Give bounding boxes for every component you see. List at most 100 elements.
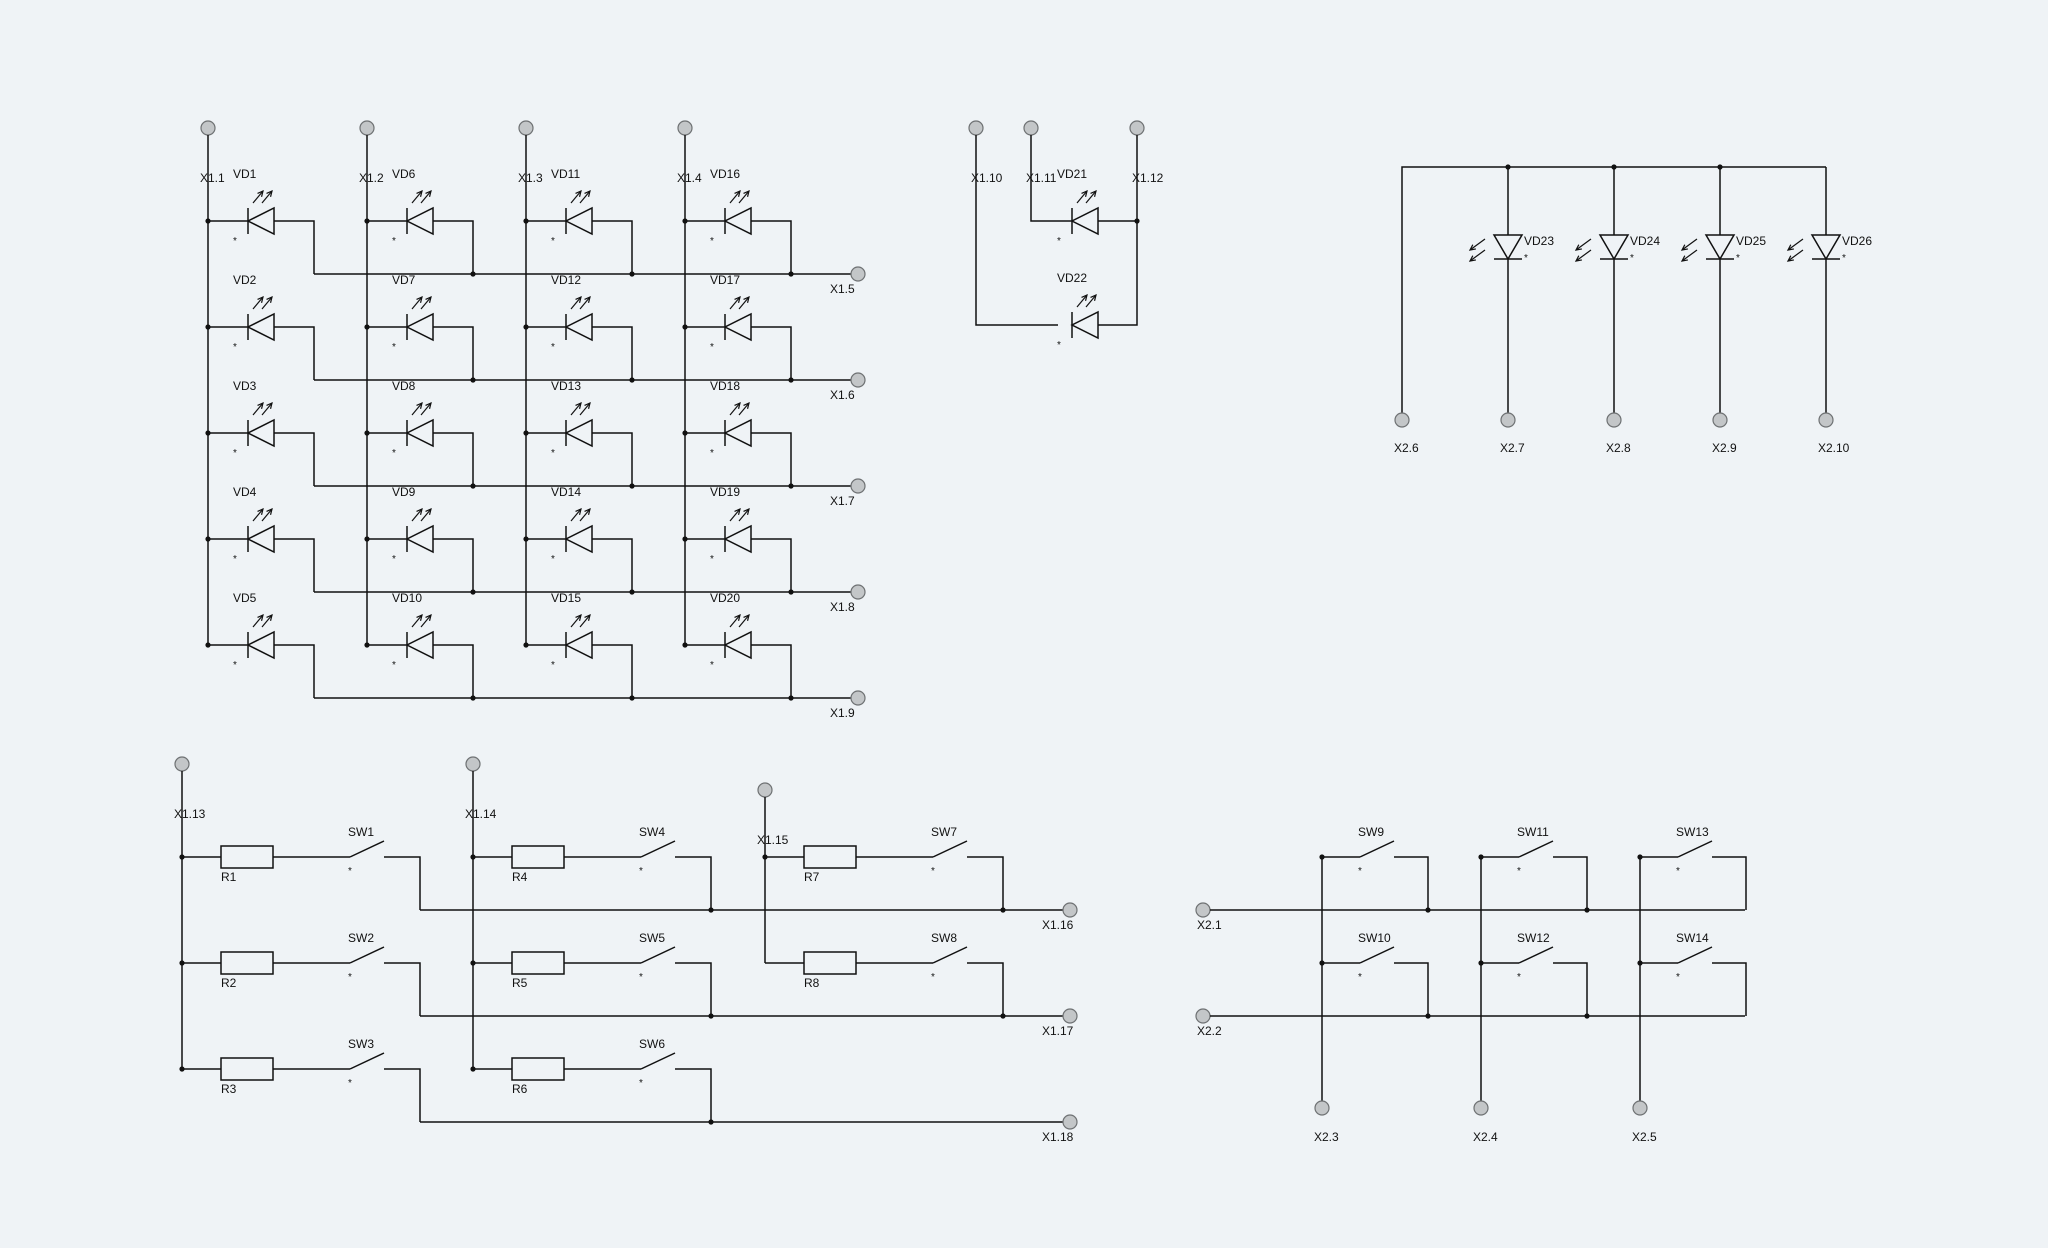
label: VD20 bbox=[710, 591, 740, 605]
pin1-marker: * bbox=[1524, 253, 1528, 264]
switch-lever bbox=[349, 1052, 385, 1070]
wire bbox=[592, 644, 633, 698]
pin1-marker: * bbox=[233, 448, 237, 459]
connector-pin bbox=[1818, 412, 1834, 428]
label: VD15 bbox=[551, 591, 581, 605]
led-triangle bbox=[1070, 206, 1099, 236]
pin1-marker: * bbox=[1057, 340, 1061, 351]
resistor-r4: R4 bbox=[511, 845, 565, 884]
wire bbox=[1553, 962, 1588, 1016]
switch-matrix: X1.13R1SW1*R2SW2*R3SW3*X1.14R4SW4*R5SW5*… bbox=[174, 756, 1078, 1144]
wire bbox=[274, 538, 315, 592]
junction-dot bbox=[470, 589, 476, 595]
led-vd10: VD10* bbox=[392, 591, 434, 671]
led-triangle bbox=[723, 418, 752, 448]
junction-dot bbox=[364, 324, 370, 330]
junction-dot bbox=[205, 324, 211, 330]
label: VD12 bbox=[551, 273, 581, 287]
label: VD14 bbox=[551, 485, 581, 499]
resistor-r7: R7 bbox=[803, 845, 857, 884]
switch-sw2: SW2 * bbox=[348, 931, 385, 983]
pin1-marker: * bbox=[233, 554, 237, 565]
junction-dot bbox=[682, 536, 688, 542]
switch-lever bbox=[1677, 840, 1713, 858]
label: VD3 bbox=[233, 379, 257, 393]
junction-dot bbox=[364, 430, 370, 436]
junction-dot bbox=[1611, 164, 1617, 170]
wire bbox=[751, 432, 792, 486]
wire bbox=[675, 962, 712, 1016]
resistor-body bbox=[803, 845, 857, 869]
pin1-marker: * bbox=[1517, 972, 1521, 983]
label: X1.13 bbox=[174, 807, 206, 821]
label: R1 bbox=[221, 870, 237, 884]
junction-dot bbox=[523, 218, 529, 224]
pin1-marker: * bbox=[348, 972, 352, 983]
junction-dot bbox=[179, 1066, 185, 1072]
led-triangle bbox=[723, 206, 752, 236]
pin1-marker: * bbox=[931, 866, 935, 877]
label: X2.10 bbox=[1818, 441, 1850, 455]
junction-dot bbox=[179, 960, 185, 966]
connector-pin bbox=[968, 120, 984, 136]
connector-pin bbox=[850, 266, 866, 282]
wire bbox=[751, 644, 792, 698]
led-triangle bbox=[564, 312, 593, 342]
wire bbox=[384, 1068, 421, 1122]
led-vd3: VD3 * bbox=[233, 379, 275, 459]
wire bbox=[751, 326, 792, 380]
wire bbox=[384, 856, 421, 910]
connector-pin bbox=[850, 690, 866, 706]
led-vd7: VD7* bbox=[392, 273, 434, 353]
connector-pin bbox=[1062, 1008, 1078, 1024]
switch-sw14: SW14* bbox=[1676, 931, 1713, 983]
led-triangle bbox=[723, 630, 752, 660]
label: X1.6 bbox=[830, 388, 855, 402]
junction-dot bbox=[470, 377, 476, 383]
switch-lever bbox=[1518, 946, 1554, 964]
switch-sw7: SW7* bbox=[931, 825, 968, 877]
wire bbox=[592, 432, 633, 486]
diode-triangle bbox=[1598, 234, 1630, 261]
label: SW2 bbox=[348, 931, 374, 945]
label: X1.18 bbox=[1042, 1130, 1074, 1144]
label: VD6 bbox=[392, 167, 416, 181]
led-vd6: VD6* bbox=[392, 167, 434, 247]
led-vd11: VD11* bbox=[551, 167, 593, 247]
junction-dot bbox=[788, 271, 794, 277]
junction-dot bbox=[1637, 854, 1643, 860]
pin1-marker: * bbox=[1676, 972, 1680, 983]
label: VD8 bbox=[392, 379, 416, 393]
label: VD1 bbox=[233, 167, 257, 181]
resistor-body bbox=[803, 951, 857, 975]
label: X2.8 bbox=[1606, 441, 1631, 455]
label: X1.15 bbox=[757, 833, 789, 847]
pin1-marker: * bbox=[639, 866, 643, 877]
pin1-marker: * bbox=[710, 236, 714, 247]
photodiode-vd24: VD24* bbox=[1574, 234, 1660, 264]
label: R3 bbox=[221, 1082, 237, 1096]
wire bbox=[592, 220, 633, 274]
wire bbox=[1401, 166, 1826, 413]
junction-dot bbox=[629, 377, 635, 383]
pin1-marker: * bbox=[233, 236, 237, 247]
pin1-marker: * bbox=[551, 236, 555, 247]
wire bbox=[1553, 856, 1588, 910]
pin1-marker: * bbox=[710, 448, 714, 459]
led-triangle bbox=[723, 524, 752, 554]
junction-dot bbox=[629, 483, 635, 489]
label: X2.3 bbox=[1314, 1130, 1339, 1144]
junction-dot bbox=[629, 695, 635, 701]
resistor-r2: R2 bbox=[220, 951, 274, 990]
pin1-marker: * bbox=[1057, 236, 1061, 247]
junction-dot bbox=[1000, 1013, 1006, 1019]
resistor-body bbox=[511, 1057, 565, 1081]
switch-sw3: SW3* bbox=[348, 1037, 385, 1089]
label: X1.11 bbox=[1026, 171, 1057, 185]
pin1-marker: * bbox=[639, 1078, 643, 1089]
label: X1.2 bbox=[359, 171, 384, 185]
wire bbox=[592, 326, 633, 380]
